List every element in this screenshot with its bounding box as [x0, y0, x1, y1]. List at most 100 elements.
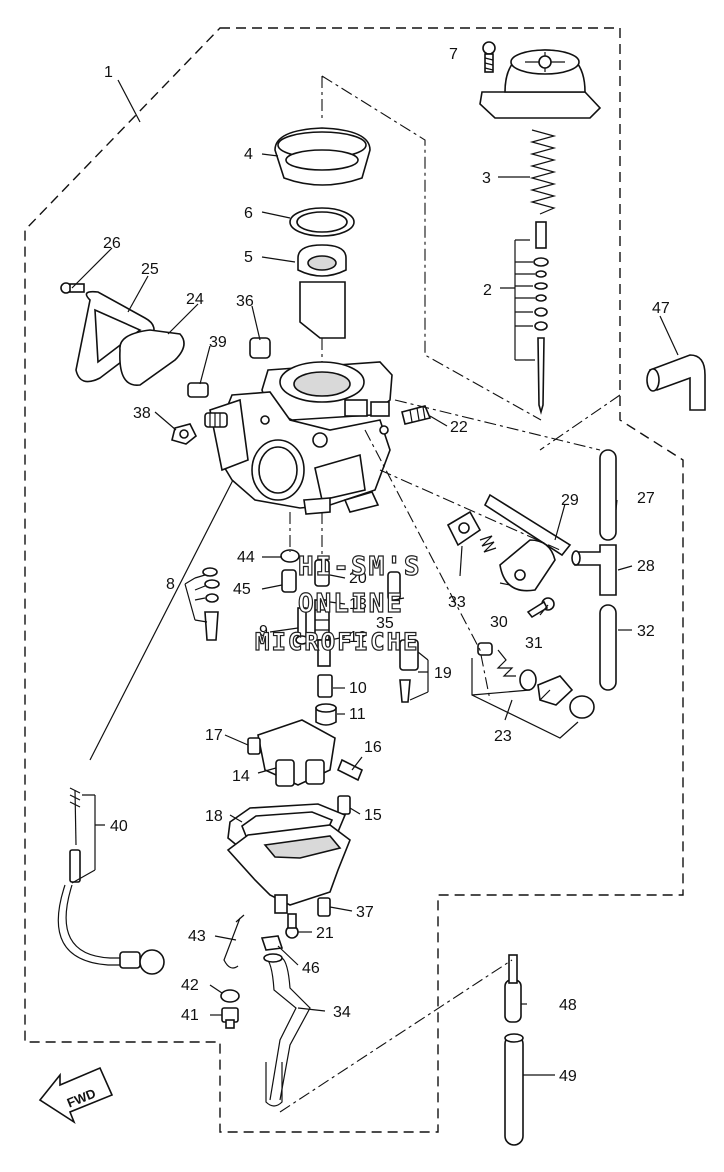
clip-43: [223, 914, 245, 969]
part-label-41: 41: [181, 1007, 199, 1024]
part-label-11: 11: [349, 706, 366, 723]
cover-plate-25: [75, 290, 155, 383]
part-label-14: 14: [232, 768, 250, 785]
carburetor-top-cap: [479, 49, 602, 119]
part-label-44: 44: [237, 549, 255, 566]
clamp-46: [260, 935, 284, 951]
part-label-4: 4: [244, 146, 253, 163]
float-bowl: [226, 824, 351, 914]
screw-37: [317, 897, 331, 917]
collar-11: [315, 703, 337, 726]
part-label-38: 38: [133, 405, 151, 422]
assembly-boundary: [24, 27, 684, 1133]
part-label-27: 27: [637, 490, 655, 507]
part-label-29: 29: [561, 492, 579, 509]
drain-hose-34: [263, 953, 311, 1107]
part-label-3: 3: [482, 170, 491, 187]
o-ring-6: [289, 207, 355, 237]
fitting-39: [187, 382, 209, 398]
hose-fitting-38a: [204, 412, 228, 428]
part-label-15: 15: [364, 807, 382, 824]
part-label-47: 47: [652, 300, 670, 317]
part-label-16: 16: [364, 739, 382, 756]
leader-chain-top: [321, 75, 542, 421]
pipe-48: [504, 954, 522, 1023]
part-label-25: 25: [141, 261, 159, 278]
part-label-10: 10: [349, 680, 367, 697]
part-label-31: 31: [525, 635, 543, 652]
part-number-labels: 1 2 3 4 5 6 7 8 9 10 11 12 13 14 15 16 1…: [103, 46, 670, 1085]
part-label-12: 12: [349, 629, 367, 646]
part-label-33: 33: [448, 594, 466, 611]
main-jet-10: [317, 674, 333, 698]
coupler-47: [646, 354, 706, 411]
part-label-43: 43: [188, 928, 206, 945]
part-label-8: 8: [166, 576, 175, 593]
pipe-32: [599, 604, 617, 691]
pipe-49: [504, 1033, 524, 1146]
float-valve-19: [399, 639, 419, 703]
float-14: [257, 719, 336, 787]
part-label-35: 35: [376, 615, 394, 632]
leader-chain-hose: [364, 399, 601, 701]
part-label-6: 6: [244, 205, 253, 222]
carburetor-body: [209, 361, 393, 515]
nut-38: [171, 423, 198, 445]
part-label-21: 21: [316, 925, 334, 942]
part-label-1: 1: [104, 64, 113, 81]
screw-26: [60, 282, 85, 294]
screw-41: [221, 1007, 239, 1029]
part-label-39: 39: [209, 334, 227, 351]
cap-screw-7: [482, 41, 496, 73]
pin-16: [336, 758, 364, 782]
drain-screw-21: [285, 913, 299, 939]
part-label-48: 48: [559, 997, 577, 1014]
gasket-24: [119, 329, 185, 386]
leader-chain-bottom: [279, 959, 513, 1113]
leader-chain-jets: [289, 512, 323, 560]
needle-jet-13: [314, 599, 330, 641]
screw-9: [295, 607, 309, 645]
jet-needle-set-2: [533, 221, 549, 415]
part-label-32: 32: [637, 623, 655, 640]
part-label-30: 30: [490, 614, 508, 631]
part-label-36: 36: [236, 293, 254, 310]
part-label-9: 9: [259, 623, 268, 640]
cover-30: [499, 539, 556, 592]
part-label-5: 5: [244, 249, 253, 266]
part-label-7: 7: [449, 46, 458, 63]
part-label-20: 20: [349, 570, 367, 587]
throttle-cable-40: [57, 479, 234, 975]
part-label-46: 46: [302, 960, 320, 977]
leader-lines: [71, 53, 679, 1076]
washer-44: [280, 549, 300, 563]
part-label-2: 2: [483, 282, 492, 299]
gasket-33: [446, 510, 482, 547]
diaphragm-4: [274, 127, 371, 186]
part-label-18: 18: [205, 808, 223, 825]
fwd-arrow: FWD: [38, 1066, 114, 1125]
piston-valve-5: [297, 244, 347, 339]
part-label-37: 37: [356, 904, 374, 921]
part-label-40: 40: [110, 818, 128, 835]
plunger-set-23: [477, 642, 595, 719]
watermark-line-1: HI-SM'S: [298, 552, 422, 582]
part-label-28: 28: [637, 558, 655, 575]
watermark: HI-SM'S ONLINE MICROFICHE: [254, 551, 422, 656]
part-label-45: 45: [233, 581, 251, 598]
screw-17: [247, 737, 261, 755]
part-label-24: 24: [186, 291, 204, 308]
part-label-42: 42: [181, 977, 199, 994]
t-joint-28: [571, 544, 617, 596]
hose-29: [483, 493, 572, 557]
watermark-line-3: MICROFICHE: [255, 628, 420, 656]
part-label-34: 34: [333, 1004, 351, 1021]
throttle-spring-3: [529, 129, 557, 215]
adjuster-8: [202, 567, 220, 641]
washer-42: [220, 989, 240, 1003]
part-label-49: 49: [559, 1068, 577, 1085]
jet-holder-12: [317, 639, 331, 667]
pipe-27: [599, 449, 617, 541]
spring-33b: [479, 535, 497, 553]
